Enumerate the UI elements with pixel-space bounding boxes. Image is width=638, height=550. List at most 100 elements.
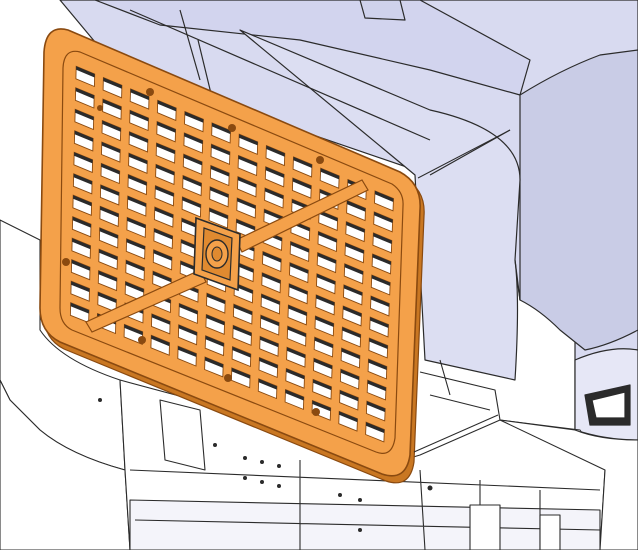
grille-cell-shadow: [98, 270, 117, 282]
grille-cell-shadow: [102, 120, 121, 132]
grille-cell-shadow: [317, 252, 337, 264]
grille: [39, 28, 425, 484]
grille-cell-shadow: [318, 231, 337, 243]
bumper-step-recess: [159, 399, 206, 471]
grille-cell-shadow: [128, 174, 147, 186]
grille-cell-shadow: [289, 283, 308, 295]
grille-cell-shadow: [75, 109, 94, 121]
cab-hood-top: [94, 0, 531, 96]
grille-cell-shadow: [125, 281, 144, 293]
grille-cell-shadow: [237, 176, 257, 188]
grille-cell-shadow: [154, 207, 174, 219]
grille-cell-shadow: [151, 313, 171, 325]
grille-cell-shadow: [259, 357, 278, 369]
grille-cell-shadow: [103, 77, 122, 89]
grille-cell-shadow: [262, 251, 282, 263]
grille-cell-shadow: [182, 196, 201, 208]
radiator-support-bracket: [419, 359, 501, 421]
grille-cell-shadow: [239, 134, 258, 146]
grille-cell-shadow: [314, 337, 333, 349]
grille-cell-shadow: [70, 302, 89, 314]
grille-cell-shadow: [339, 390, 359, 402]
grille-cell-shadow: [127, 196, 147, 207]
bumper-crease-lines: [129, 460, 601, 550]
bumper-mounting-holes: [98, 398, 433, 532]
grille-cell-shadow: [266, 145, 285, 157]
assembly-guide-line: [413, 129, 511, 453]
grille-cell-shadow: [73, 173, 93, 185]
grille-cell-shadow: [262, 272, 281, 284]
grille-cell-shadow: [265, 166, 285, 178]
grille-cell-shadow: [100, 206, 119, 218]
grille-cell-shadow: [73, 195, 92, 207]
grille-cell-shadow: [236, 219, 255, 231]
grille-cell-shadow: [71, 259, 90, 271]
grille-cell-shadow: [312, 400, 331, 412]
grille-cell-shadow: [369, 338, 388, 349]
grille-cell-shadow: [315, 316, 334, 327]
grille-cell-shadow: [313, 358, 333, 370]
grille-cell-shadow: [126, 260, 145, 272]
grille-cell-shadow: [293, 156, 312, 168]
grille-cell-shadow: [316, 294, 335, 306]
grille-cell-shadow: [156, 143, 175, 155]
grille-cell-shadow: [74, 130, 94, 142]
grille-cell-shadow: [316, 273, 336, 285]
grille-cell-shadow: [154, 228, 173, 240]
grille-cell-shadow: [128, 153, 148, 165]
grille-cell-shadow: [370, 317, 389, 328]
grille-cell-shadow: [102, 99, 122, 111]
grille-cell-shadow: [292, 178, 312, 190]
grille-cell-shadow: [343, 284, 363, 296]
cab-mirror-mount: [359, 0, 406, 21]
grille-cell-shadow: [370, 296, 390, 307]
grille-cell-shadow: [286, 368, 305, 380]
grille-cell-shadow: [343, 306, 362, 317]
grille-cell-shadow: [184, 132, 203, 145]
grille-cell-shadow: [206, 293, 226, 305]
grille-cell-shadow: [101, 142, 121, 154]
grille-cell-shadow: [233, 325, 252, 337]
grille-cell-shadow: [264, 209, 283, 221]
grille-cell-shadow: [152, 271, 172, 283]
bumper-right-section: [499, 419, 638, 550]
grille-cell-shadow: [99, 227, 118, 239]
grille-cell-shadow: [345, 242, 364, 254]
grille-cell-shadow: [368, 359, 387, 370]
grille-cell-shadow: [209, 208, 228, 220]
grille-cell-shadow: [371, 275, 391, 286]
grille-cell-shadow: [179, 303, 198, 315]
grille-cell-shadow: [127, 217, 146, 229]
grille-cell-shadow: [237, 198, 256, 209]
grille-mounting-lugs: [62, 88, 324, 416]
grille-cell-shadow: [258, 378, 277, 390]
grille-cell-shadow: [130, 88, 149, 101]
grille-cell-shadow: [101, 163, 120, 175]
headlight-inner: [591, 391, 626, 419]
grille-cell-shadow: [155, 164, 175, 176]
grille-cell-shadow: [340, 369, 360, 381]
grille-cell-shadow: [320, 168, 340, 180]
grille-cell-shadow: [366, 422, 385, 434]
grille-cell-shadow: [341, 348, 360, 360]
grille-cell-shadow: [153, 249, 172, 261]
grille-cell-shadow: [238, 155, 257, 167]
grille-cell-shadow: [342, 327, 361, 338]
grille-cell-shadow: [210, 186, 229, 198]
grille-cell-shadow: [260, 336, 279, 348]
truck-cab: [59, 0, 638, 471]
grille-cell-shadow: [155, 185, 174, 197]
grille-cell-shadow: [367, 380, 386, 392]
grille-cell-shadow: [183, 154, 203, 166]
grille-cell-shadow: [374, 211, 393, 223]
grille-cell-shadow: [151, 335, 170, 347]
grille-cell-shadow: [210, 165, 230, 177]
grille-cell-shadow: [346, 200, 366, 212]
grille-cell-shadow: [182, 175, 202, 187]
grille-cell-shadow: [76, 66, 95, 78]
grille-cell-shadow: [319, 210, 338, 222]
grille-cell-shadow: [290, 241, 309, 253]
grille-cell-shadow: [344, 263, 364, 275]
grille-cell-shadow: [261, 294, 280, 305]
